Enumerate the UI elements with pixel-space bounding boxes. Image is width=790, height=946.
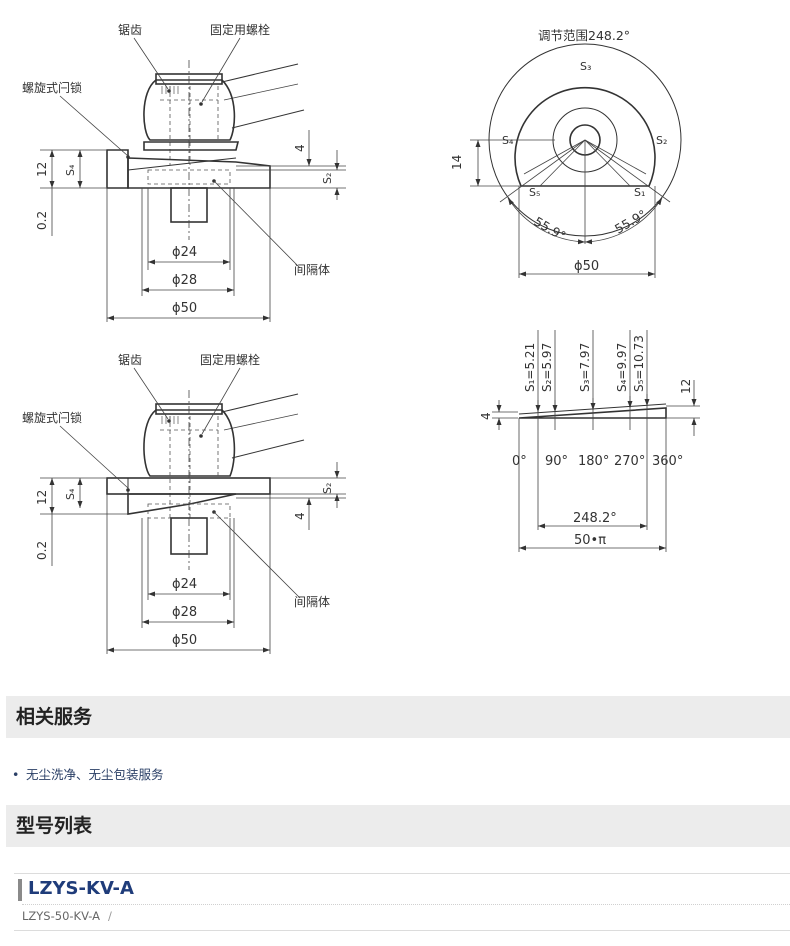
deg-270: 270° (614, 454, 645, 469)
dim-0-2: 0.2 (35, 211, 49, 230)
deg-360: 360° (652, 454, 683, 469)
dev-s5: S₅=10.73 (632, 335, 646, 392)
dim-12-2: 12 (35, 490, 49, 505)
s4-label: S₄ (502, 134, 514, 147)
series-accent-bar (18, 879, 22, 901)
dim-d50: ϕ50 (172, 301, 197, 316)
dev-s1: S₁=5.21 (523, 343, 537, 392)
label-bolt: 固定用螺栓 (210, 22, 270, 37)
dim-4-2: 4 (293, 512, 307, 520)
top-view: 调节范围248.2° S₃ S₄ S₂ S₅ S₁ 14 55.9° 55.9°… (450, 28, 682, 278)
s3-label: S₃ (580, 60, 591, 73)
dim-12: 12 (35, 162, 49, 177)
dim-s4-2: S₄ (64, 488, 77, 500)
dev-s2: S₂=5.97 (540, 343, 554, 392)
dim-d24-2: ϕ24 (172, 577, 197, 592)
range-label: 调节范围248.2° (538, 28, 630, 43)
model-list-title: 型号列表 (16, 815, 93, 837)
dim-d50-2: ϕ50 (172, 633, 197, 648)
model-separator: / (108, 909, 112, 923)
model-list-header: 型号列表 (6, 805, 790, 847)
deg-0: 0° (512, 454, 527, 469)
bullet-icon: • (12, 767, 20, 782)
side-view-lower: 锯齿 固定用螺栓 螺旋式闩锁 间隔体 12 S₄ S₂ 4 0.2 ϕ24 ϕ2… (22, 352, 346, 654)
dim-s2-2: S₂ (321, 483, 334, 494)
angle-right: 55.9° (612, 207, 649, 237)
dim-s4: S₄ (64, 164, 77, 176)
related-service-item[interactable]: • 无尘洗净、无尘包装服务 (12, 764, 164, 783)
dev-s3: S₃=7.97 (578, 343, 592, 392)
deg-90: 90° (545, 454, 568, 469)
related-services-header: 相关服务 (6, 696, 790, 738)
technical-drawing: 锯齿 固定用螺栓 螺旋式闩锁 间隔体 12 S₄ 4 S₂ 0.2 ϕ24 ϕ2… (22, 22, 700, 654)
s1-label: S₁ (634, 186, 645, 199)
label-lock: 螺旋式闩锁 (22, 80, 82, 95)
label-teeth: 锯齿 (118, 22, 142, 37)
dim-d28-2: ϕ28 (172, 605, 197, 620)
label-lock-2: 螺旋式闩锁 (22, 410, 82, 425)
dim-d50-top: ϕ50 (574, 259, 599, 274)
dev-dim-12: 12 (679, 379, 693, 394)
dim-s2: S₂ (321, 173, 334, 184)
angle-left: 55.9° (532, 214, 569, 244)
dev-circumference: 50•π (574, 533, 606, 548)
model-code-row: LZYS-50-KV-A / (22, 909, 112, 923)
dim-14: 14 (450, 155, 464, 170)
dim-d28: ϕ28 (172, 273, 197, 288)
dim-d24: ϕ24 (172, 245, 197, 260)
dev-dim-4: 4 (479, 412, 493, 420)
deg-180: 180° (578, 454, 609, 469)
related-service-label: 无尘洗净、无尘包装服务 (26, 767, 164, 782)
s5-label: S₅ (529, 186, 540, 199)
series-title[interactable]: LZYS-KV-A (28, 878, 134, 899)
label-spacer-2: 间隔体 (294, 595, 330, 609)
label-spacer: 间隔体 (294, 263, 330, 277)
dim-4: 4 (293, 144, 307, 152)
dim-0-2-2: 0.2 (35, 541, 49, 560)
divider (22, 904, 790, 905)
model-code-link[interactable]: LZYS-50-KV-A (22, 909, 101, 923)
related-services-title: 相关服务 (16, 706, 93, 728)
development-view: S₁=5.21 S₂=5.97 S₃=7.97 S₄=9.97 S₅=10.73… (479, 330, 700, 552)
dev-s4: S₄=9.97 (615, 343, 629, 392)
model-series-card: LZYS-KV-A LZYS-50-KV-A / (14, 873, 790, 931)
dev-range: 248.2° (573, 511, 617, 526)
s2-label: S₂ (656, 134, 667, 147)
label-bolt-2: 固定用螺栓 (200, 352, 260, 367)
side-view-upper: 锯齿 固定用螺栓 螺旋式闩锁 间隔体 12 S₄ 4 S₂ 0.2 ϕ24 ϕ2… (22, 22, 346, 322)
label-teeth-2: 锯齿 (118, 352, 142, 367)
